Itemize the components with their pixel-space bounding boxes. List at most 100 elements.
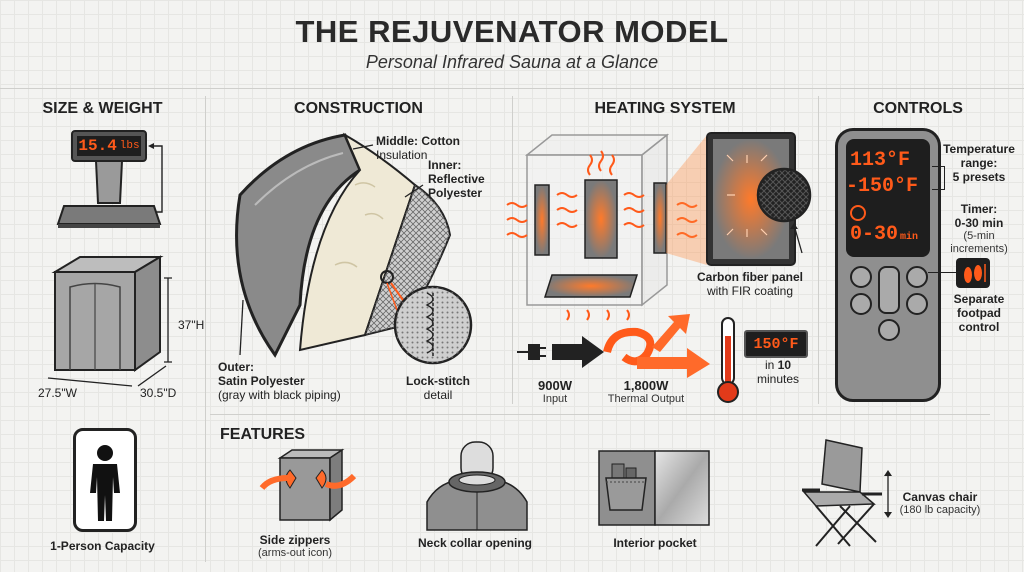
temp-range-label: Temperature range: 5 presets — [940, 142, 1018, 184]
heating-box-illustration — [506, 125, 818, 325]
heating-heading: HEATING SYSTEM — [594, 100, 736, 117]
lock-stitch-title: Lock-stitch — [405, 374, 470, 388]
remote-timer-value: 0-30 — [850, 223, 899, 246]
feature-interior-pocket: Interior pocket — [613, 536, 697, 550]
timer-l4: increments) — [950, 243, 1008, 255]
divider-col-2 — [512, 96, 513, 404]
inner-layer-line2: Reflective — [428, 172, 485, 186]
minus-button[interactable] — [850, 293, 872, 315]
footpad-l3: control — [958, 320, 1000, 334]
power-button[interactable] — [850, 266, 872, 288]
output-watts: 1,800W — [623, 378, 669, 393]
temp-display: 150°F — [744, 330, 808, 358]
outer-layer-label: Outer: Satin Polyester (gray with black … — [218, 360, 341, 402]
lock-stitch-sub: detail — [423, 388, 453, 402]
construction-heading: CONSTRUCTION — [294, 100, 423, 117]
header-divider — [0, 88, 1024, 89]
sauna-box-illustration — [40, 252, 200, 402]
divider-col-3 — [818, 96, 819, 404]
remote-temp-high: -150°F — [846, 175, 919, 198]
input-watts: 900W — [538, 378, 572, 393]
temp-range-l2: range: — [960, 156, 998, 170]
person-icon — [90, 445, 120, 521]
footpad-l2: footpad — [957, 306, 1001, 320]
temp-display-value: 150°F — [753, 335, 799, 353]
footprint-icon — [964, 264, 986, 283]
feature-canvas-chair-sub: (180 lb capacity) — [899, 504, 981, 516]
temp-range-l3: 5 presets — [952, 170, 1006, 184]
temp-range-l1: Temperature — [943, 142, 1015, 156]
middle-layer-title: Middle: Cotton — [376, 134, 460, 148]
temp-range-bracket — [932, 166, 945, 190]
footpad-button[interactable] — [878, 319, 900, 341]
inner-layer-title: Inner: — [428, 158, 462, 172]
feature-side-zippers-title: Side zippers — [259, 533, 331, 547]
remote-timer-unit: min — [900, 232, 919, 243]
temperature-button[interactable] — [878, 266, 900, 314]
output-power-label: 1,800W Thermal Output — [596, 378, 696, 406]
middle-layer-sub: Insulation — [376, 148, 428, 162]
thermometer-svg — [717, 317, 739, 403]
heating-box-icon — [506, 132, 812, 321]
feature-canvas-chair-title: Canvas chair — [902, 490, 978, 504]
sauna-depth-label: 30.5"D — [140, 386, 177, 400]
heat-time-label: in 10 minutes — [752, 358, 804, 386]
page-subtitle: Personal Infrared Sauna at a Glance — [365, 52, 659, 72]
neck-collar-icon — [426, 441, 528, 531]
scale-weight-unit: lbs — [119, 140, 140, 152]
outer-layer-sub: Satin Polyester — [218, 374, 305, 388]
scale-icon — [56, 130, 163, 228]
sauna-height-label: 37"H — [178, 318, 205, 332]
feature-canvas-chair: Canvas chair (180 lb capacity) — [880, 490, 1000, 517]
lock-stitch-label: Lock-stitch detail — [398, 374, 478, 402]
up-button[interactable] — [906, 266, 928, 288]
divider-col-1 — [205, 96, 206, 562]
side-zippers-icon — [259, 448, 357, 522]
heat-time-value: 10 — [777, 358, 792, 372]
scale-illustration: 15.4 lbs — [56, 128, 200, 238]
outer-layer-note: (gray with black piping) — [218, 388, 341, 402]
thermometer-icon — [717, 316, 739, 406]
features-heading: FEATURES — [220, 426, 306, 443]
inner-layer-label: Inner: Reflective Polyester — [428, 158, 485, 200]
footpad-leader — [928, 272, 956, 273]
input-power-label: 900W Input — [520, 378, 590, 406]
interior-pocket-icon — [598, 450, 710, 526]
capacity-badge — [73, 428, 137, 532]
outer-layer-title: Outer: — [218, 360, 254, 374]
remote-timer-readout: 0-30 min — [850, 223, 918, 246]
inner-layer-line3: Polyester — [428, 186, 483, 200]
feature-interior-pocket-illustration — [598, 450, 710, 526]
timer-clock-icon — [850, 205, 866, 221]
timer-label: Timer: 0-30 min (5-min increments) — [940, 202, 1018, 256]
remote-temp-low: 113°F — [850, 149, 911, 172]
feature-neck-collar: Neck collar opening — [417, 536, 533, 550]
feature-side-zippers-sub: (arms-out icon) — [258, 547, 332, 559]
footpad-l1: Separate — [953, 292, 1005, 306]
remote-screen — [846, 139, 930, 257]
sauna-box-icon — [47, 255, 172, 387]
canvas-chair-icon — [802, 439, 892, 547]
power-flow-icon — [517, 314, 710, 378]
feature-neck-collar-illustration — [426, 432, 528, 531]
remote-control: 113°F -150°F 0-30 min — [835, 128, 941, 402]
fabric-layers-illustration — [215, 125, 505, 405]
timer-l2: 0-30 min — [954, 216, 1004, 230]
heat-time-unit: minutes — [756, 372, 800, 386]
footpad-icon — [956, 258, 990, 288]
size-weight-heading: SIZE & WEIGHT — [42, 100, 163, 117]
controls-heading: CONTROLS — [873, 100, 963, 117]
timer-l1: Timer: — [960, 202, 998, 216]
timer-l3: (5-min — [963, 230, 995, 242]
down-button[interactable] — [906, 293, 928, 315]
scale-weight-readout: 15.4 — [78, 137, 117, 155]
input-caption: Input — [542, 393, 568, 405]
sauna-width-label: 27.5"W — [38, 386, 77, 400]
output-caption: Thermal Output — [607, 393, 685, 405]
capacity-label: 1-Person Capacity — [50, 539, 155, 553]
carbon-panel-sub: with FIR coating — [706, 284, 794, 298]
footpad-label: Separate footpad control — [938, 292, 1020, 334]
feature-side-zippers-illustration — [259, 448, 360, 528]
carbon-panel-label: Carbon fiber panel with FIR coating — [690, 270, 810, 298]
feature-side-zippers: Side zippers (arms-out icon) — [230, 533, 360, 560]
